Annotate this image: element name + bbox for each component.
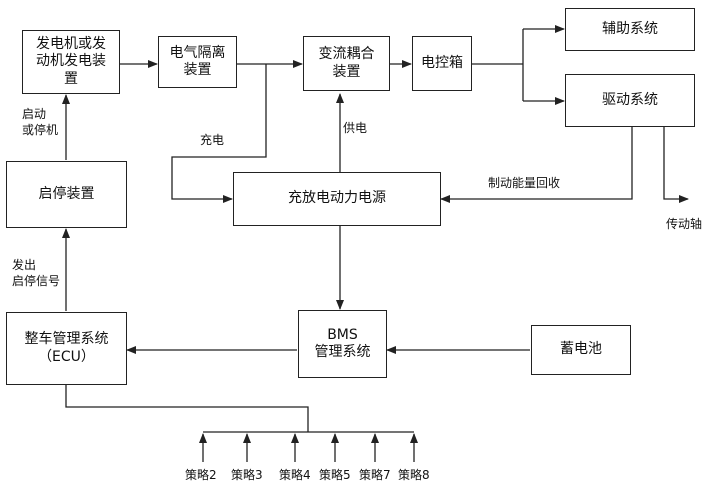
coupler-label: 变流耦合 装置	[318, 46, 375, 80]
bms-label: BMS 管理系统	[314, 326, 371, 361]
edge-regen	[440, 127, 633, 203]
supply-label: 供电	[343, 121, 368, 135]
bms-box: BMS 管理系统	[298, 310, 387, 378]
send-signal-label: 发出 启停信号	[12, 258, 61, 288]
charge-label: 充电	[200, 133, 225, 147]
drive-shaft-label: 传动轴	[666, 217, 703, 231]
strategy-label: 策略8	[398, 468, 430, 482]
power-source-box: 充放电动力电源	[233, 172, 441, 226]
strategy-label: 策略7	[359, 468, 391, 482]
electric-box: 电控箱	[412, 36, 472, 91]
vcu-label: 整车管理系统 （ECU）	[24, 331, 109, 365]
edge-drive-shaft	[663, 127, 689, 203]
strategy-label: 策略4	[279, 468, 311, 482]
strategy-label: 策略5	[319, 468, 351, 482]
electric-box-label: 电控箱	[421, 54, 463, 71]
isolation-box: 电气隔离 装置	[158, 36, 237, 88]
drive-system-box: 驱动系统	[565, 74, 695, 127]
start-stop-label: 启停装置	[38, 185, 95, 202]
regen-label: 制动能量回收	[488, 176, 561, 190]
battery-box: 蓄电池	[531, 325, 631, 375]
vcu-box: 整车管理系统 （ECU）	[6, 312, 127, 385]
aux-system-box: 辅助系统	[565, 8, 695, 51]
strategy-label: 策略2	[185, 468, 217, 482]
start-stop-box: 启停装置	[6, 161, 127, 228]
coupler-box: 变流耦合 装置	[303, 36, 390, 91]
drive-system-label: 驱动系统	[602, 91, 658, 108]
generator-label: 发电机或发 动机发电装 置	[36, 35, 106, 87]
power-source-label: 充放电动力电源	[288, 190, 386, 207]
isolation-label: 电气隔离 装置	[169, 44, 226, 79]
strategy-label: 策略3	[231, 468, 263, 482]
edge-charge	[171, 64, 267, 203]
battery-label: 蓄电池	[560, 341, 602, 358]
aux-system-label: 辅助系统	[602, 20, 658, 37]
generator-box: 发电机或发 动机发电装 置	[22, 30, 120, 94]
start-stop-command-label: 启动 或停机	[22, 107, 59, 137]
edge-strategy-bus	[65, 385, 309, 432]
